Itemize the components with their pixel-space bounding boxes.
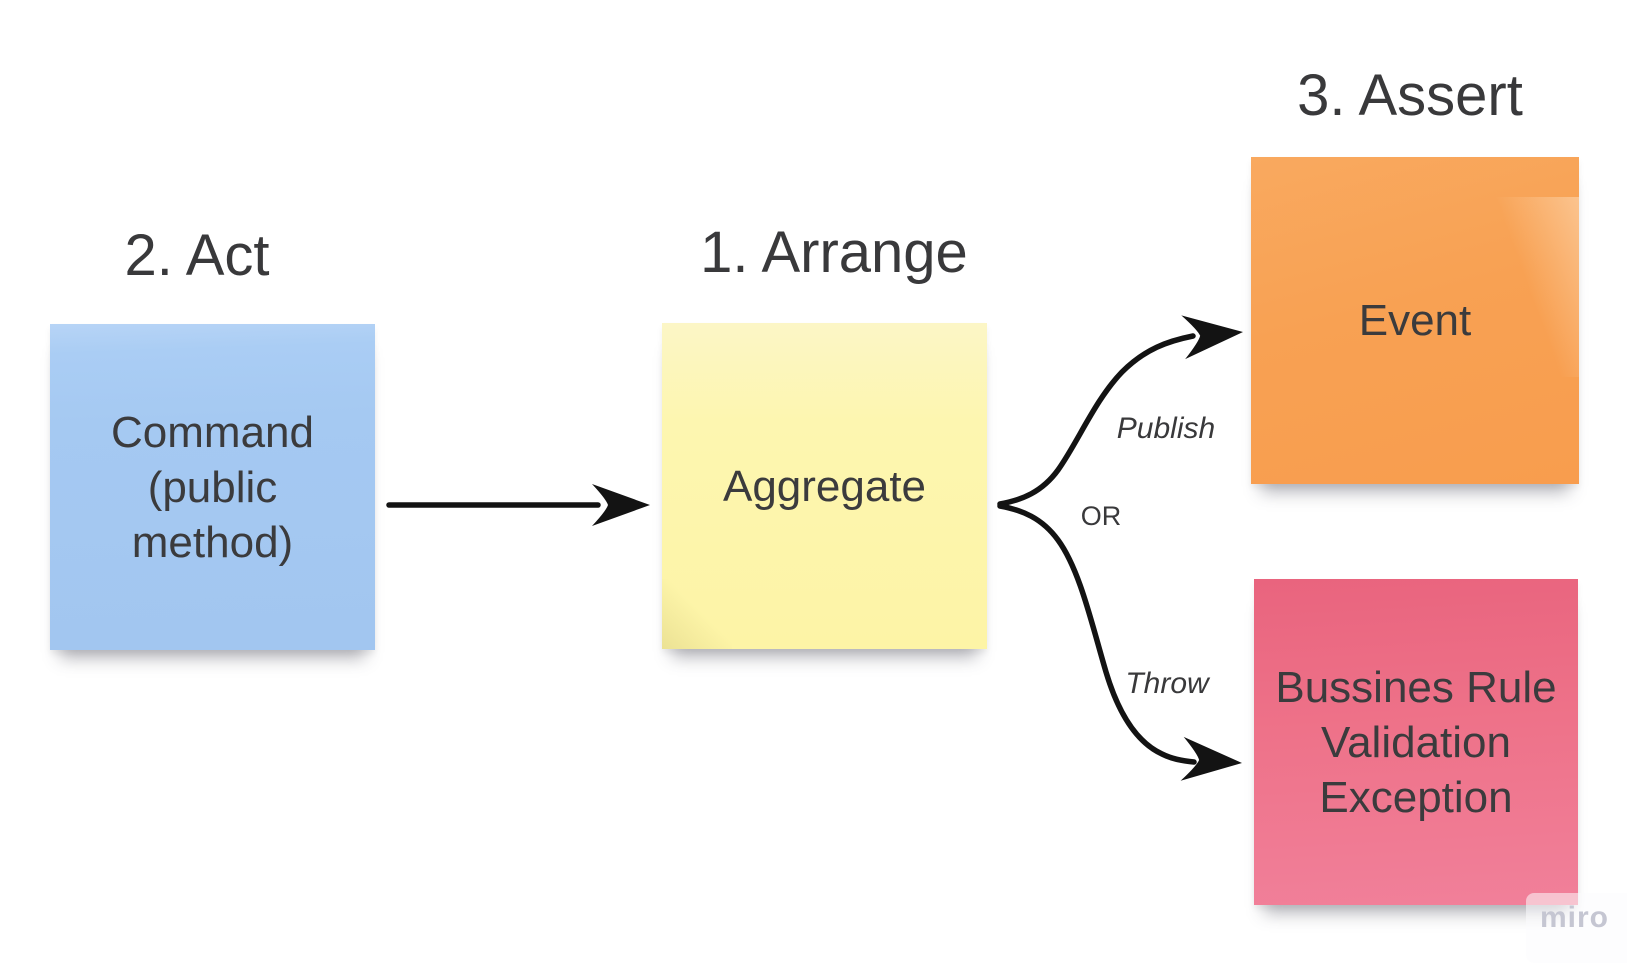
connector-throw-arrowhead[interactable] <box>1180 736 1244 785</box>
heading-act[interactable]: 2. Act <box>124 223 270 288</box>
sticky-note-text: Aggregate <box>722 461 927 511</box>
sticky-note-exception[interactable]: Bussines Rule Validation Exception <box>1254 579 1578 905</box>
connector-label-or[interactable]: OR <box>1080 501 1122 531</box>
sticky-note-aggregate[interactable]: Aggregate <box>662 323 987 649</box>
miro-watermark: miro <box>1526 893 1627 963</box>
sticky-note-text: Bussines Rule <box>1275 662 1557 712</box>
sticky-note-text: method) <box>131 517 294 567</box>
connector-publish-arrowhead[interactable] <box>1181 310 1245 360</box>
sticky-note-text: Command <box>111 407 314 457</box>
sticky-note-text: Validation <box>1321 717 1511 767</box>
miro-logo: miro <box>1540 901 1610 934</box>
sticky-note-command[interactable]: Command (public method) <box>50 324 375 650</box>
sticky-note-event[interactable]: Event <box>1251 157 1579 484</box>
sticky-note-text: Exception <box>1319 772 1513 822</box>
heading-arrange[interactable]: 1. Arrange <box>700 220 968 285</box>
connector-throw[interactable] <box>997 503 1197 765</box>
connector-label-publish[interactable]: Publish <box>1116 412 1216 445</box>
sticky-note-text: (public <box>147 462 278 512</box>
connector-command-to-aggregate-arrowhead[interactable] <box>592 484 650 526</box>
connector-label-throw[interactable]: Throw <box>1125 667 1209 700</box>
sticky-note-text: Event <box>1358 296 1472 345</box>
heading-assert[interactable]: 3. Assert <box>1297 63 1523 128</box>
